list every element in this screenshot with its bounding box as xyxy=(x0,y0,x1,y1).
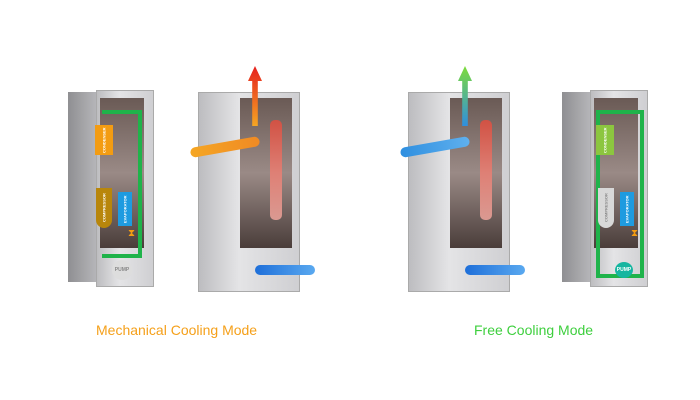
cold-air-supply-arrow xyxy=(465,265,525,275)
compressor-block: COMPRESSOR xyxy=(96,188,112,228)
evaporator-block: EVAPORATOR xyxy=(118,192,132,226)
return-air-arrow xyxy=(270,120,282,220)
condenser-block: CONDENSER xyxy=(95,125,113,155)
refrigerant-pipe xyxy=(102,110,142,258)
return-air-arrow xyxy=(480,120,492,220)
compressor-block-inactive: COMPRESSOR xyxy=(598,188,614,228)
pump-active: PUMP xyxy=(615,262,633,278)
unit-side-panel xyxy=(68,92,98,282)
condenser-block: CONDENSER xyxy=(596,125,614,155)
cold-air-supply-arrow xyxy=(255,265,315,275)
unit-side-panel xyxy=(562,92,592,282)
unit-interior xyxy=(450,98,502,248)
unit-interior xyxy=(240,98,292,248)
pump-inactive: PUMP xyxy=(112,260,132,280)
expansion-valve-icon: ⧗ xyxy=(631,228,639,239)
free-cooling-caption: Free Cooling Mode xyxy=(474,322,594,338)
evaporator-block: EVAPORATOR xyxy=(620,192,634,226)
expansion-valve-icon: ⧗ xyxy=(128,228,136,239)
mechanical-cooling-caption: Mechanical Cooling Mode xyxy=(96,322,258,338)
